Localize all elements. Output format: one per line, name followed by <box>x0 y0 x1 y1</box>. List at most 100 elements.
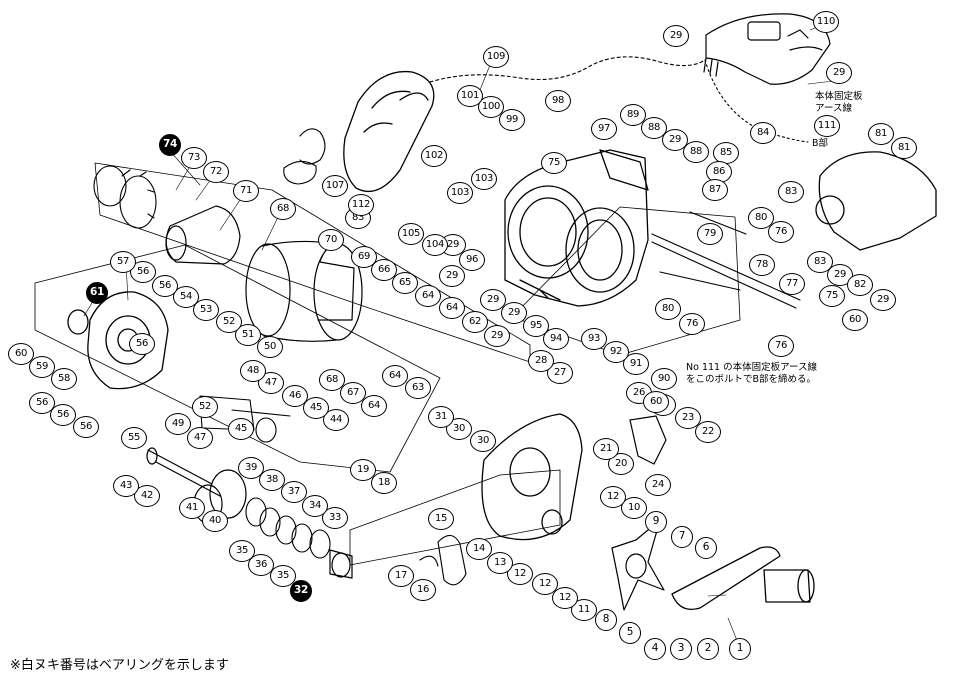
gear-stack-part <box>93 165 157 229</box>
clip-part <box>283 128 326 185</box>
group-outline-left-frame <box>34 244 441 473</box>
part-callout: 60 <box>842 309 868 331</box>
part-callout-filled: 61 <box>86 282 108 304</box>
part-callout: 5 <box>619 622 641 644</box>
handle-part <box>671 546 815 611</box>
part-callout: 45 <box>303 397 329 419</box>
part-callout: 69 <box>351 246 377 268</box>
part-callout: 90 <box>651 368 677 390</box>
part-callout: 1 <box>729 638 751 660</box>
part-callout-filled: 32 <box>290 580 312 602</box>
part-callout: 94 <box>543 328 569 350</box>
part-callout: 76 <box>679 313 705 335</box>
part-callout: 49 <box>165 413 191 435</box>
part-callout: 34 <box>302 495 328 517</box>
main-frame-part <box>504 149 649 307</box>
part-callout: 89 <box>620 104 646 126</box>
part-callout: 75 <box>819 285 845 307</box>
motor-part <box>165 205 241 265</box>
shaft-part <box>651 211 801 309</box>
group-outline-side-plate <box>511 206 741 356</box>
part-callout: 16 <box>410 579 436 601</box>
side-plate-part <box>87 291 169 390</box>
part-callout: 66 <box>371 259 397 281</box>
part-callout: 35 <box>270 565 296 587</box>
part-callout: 27 <box>547 362 573 384</box>
part-callout: 48 <box>240 360 266 382</box>
part-callout: 53 <box>193 299 219 321</box>
bolt-note-line1: No 111 の本体固定板アース線 <box>686 362 818 373</box>
part-callout: 102 <box>421 145 447 167</box>
part-callout: 12 <box>600 486 626 508</box>
part-callout: 56 <box>130 261 156 283</box>
right-side-plate-part <box>481 413 583 541</box>
right-cover-part <box>815 151 937 251</box>
part-callout: 87 <box>702 179 728 201</box>
part-callout: 56 <box>152 275 178 297</box>
part-callout: 93 <box>581 328 607 350</box>
worm-shaft-part <box>146 447 221 497</box>
part-callout: 59 <box>29 356 55 378</box>
part-callout: 73 <box>181 147 207 169</box>
part-callout: 91 <box>623 353 649 375</box>
part-callout: 92 <box>603 341 629 363</box>
part-callout: 112 <box>348 194 374 216</box>
part-callout: 56 <box>73 416 99 438</box>
part-callout: 52 <box>216 311 242 333</box>
part-callout: 11 <box>571 599 597 621</box>
part-callout: 52 <box>192 396 218 418</box>
part-callout: 76 <box>768 335 794 357</box>
part-callout: 4 <box>644 638 666 660</box>
part-callout: 98 <box>545 90 571 112</box>
part-callout: 29 <box>439 265 465 287</box>
part-callout: 29 <box>501 302 527 324</box>
part-callout: 80 <box>655 298 681 320</box>
part-callout: 65 <box>392 272 418 294</box>
part-callout: 76 <box>768 221 794 243</box>
part-callout: 47 <box>187 427 213 449</box>
part-callout: 55 <box>121 427 147 449</box>
part-callout: 23 <box>675 407 701 429</box>
part-callout: 103 <box>471 168 497 190</box>
part-callout: 88 <box>641 117 667 139</box>
part-callout: 12 <box>552 587 578 609</box>
part-callout: 2 <box>697 638 719 660</box>
part-callout: 68 <box>319 369 345 391</box>
part-callout: 64 <box>415 285 441 307</box>
part-callout: 80 <box>748 207 774 229</box>
top-cover-part <box>703 13 831 85</box>
part-callout: 105 <box>398 223 424 245</box>
part-callout: 88 <box>683 141 709 163</box>
part-callout: 37 <box>281 481 307 503</box>
part-callout: 56 <box>129 333 155 355</box>
part-callout: 40 <box>202 510 228 532</box>
part-callout: 46 <box>282 385 308 407</box>
part-callout: 64 <box>361 395 387 417</box>
part-callout: 83 <box>807 251 833 273</box>
part-callout: 33 <box>322 507 348 529</box>
bolt-instruction-note: No 111 の本体固定板アース線 をこのボルトでB部を締める。 <box>686 362 817 386</box>
part-callout: 20 <box>608 453 634 475</box>
part-callout: 64 <box>382 365 408 387</box>
part-callout: 107 <box>322 175 348 197</box>
part-callout: 62 <box>462 311 488 333</box>
part-callout: 29 <box>663 25 689 47</box>
part-callout: 103 <box>447 182 473 204</box>
part-callout: 109 <box>483 46 509 68</box>
part-callout: 30 <box>446 418 472 440</box>
part-callout: 54 <box>173 286 199 308</box>
part-callout: 58 <box>51 368 77 390</box>
part-callout: 68 <box>270 198 296 220</box>
part-callout: 78 <box>749 254 775 276</box>
part-callout: 57 <box>110 251 136 273</box>
leader-lines <box>83 22 843 649</box>
part-callout: 72 <box>203 161 229 183</box>
wire-part <box>429 56 706 83</box>
part-callout: 96 <box>459 249 485 271</box>
spool-part <box>245 240 363 342</box>
part-callout: 28 <box>528 350 554 372</box>
part-callout: 70 <box>318 229 344 251</box>
part-callout: 75 <box>541 152 567 174</box>
